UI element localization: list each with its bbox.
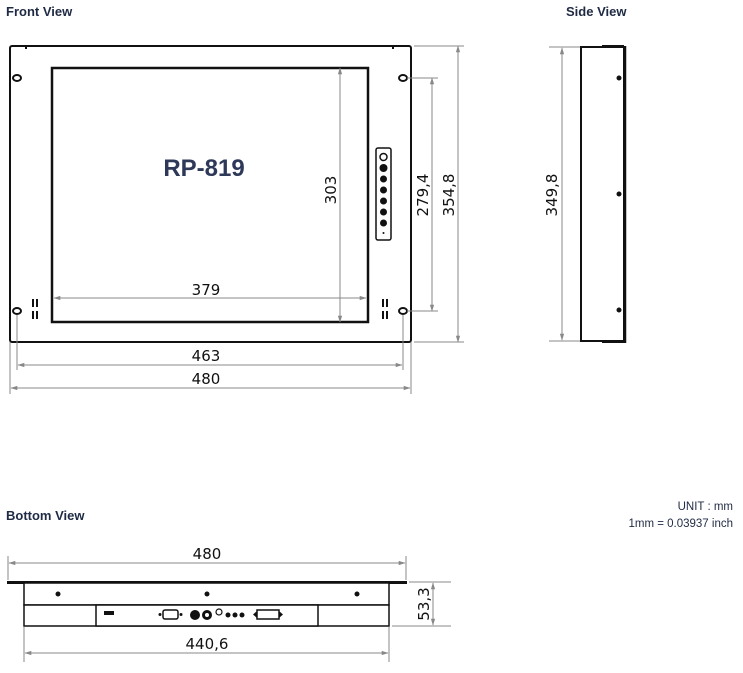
vent-slots-icon xyxy=(32,299,388,319)
dim-hole-spacing-vertical: 279,4 xyxy=(414,174,432,217)
vga-port-icon xyxy=(158,609,183,620)
front-view-title: Front View xyxy=(6,4,73,19)
dim-bottom-overall-width: 480 xyxy=(193,545,222,563)
model-label: RP-819 xyxy=(163,155,244,182)
osd-control-panel xyxy=(375,147,392,241)
side-view-title: Side View xyxy=(566,4,627,19)
dim-side-height: 349,8 xyxy=(543,174,561,217)
unit-label: UNIT : mm xyxy=(677,501,733,513)
small-jack-icon xyxy=(215,608,223,616)
dim-hole-spacing-horizontal: 463 xyxy=(192,347,221,365)
led-icon xyxy=(225,612,231,618)
unit-conversion: 1mm = 0.03937 inch xyxy=(628,518,733,530)
dim-bottom-depth: 53,3 xyxy=(415,587,433,620)
front-view-drawing: RP-819 303 279,4 354,8 379 463 480 xyxy=(9,45,464,394)
screen-area xyxy=(50,66,370,324)
led-icon xyxy=(232,612,238,618)
power-switch-icon xyxy=(104,611,114,615)
led-icon xyxy=(239,612,245,618)
dim-overall-width: 480 xyxy=(192,370,221,388)
io-connectors xyxy=(104,608,283,620)
dim-screen-width: 379 xyxy=(192,281,221,299)
dc-jack-icon xyxy=(190,610,200,620)
dim-overall-height: 354,8 xyxy=(440,174,458,217)
dim-screen-height: 303 xyxy=(322,176,340,205)
bottom-view-drawing: 480 440,6 53,3 xyxy=(7,545,451,662)
side-view-drawing: 349,8 xyxy=(543,45,627,343)
dim-bottom-body-width: 440,6 xyxy=(186,635,229,653)
bottom-view-title: Bottom View xyxy=(6,508,85,523)
dvi-port-icon xyxy=(253,609,283,620)
